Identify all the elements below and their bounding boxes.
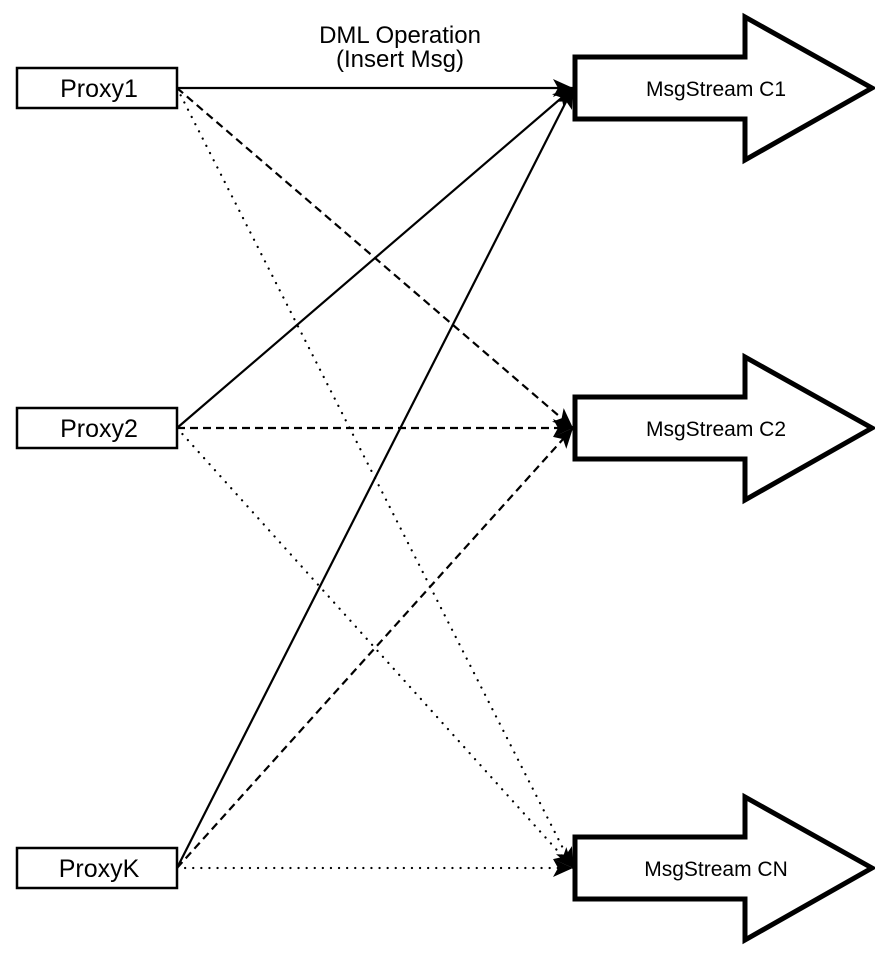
proxy-node-1: Proxy1 <box>15 66 179 110</box>
proxy1-label: Proxy1 <box>60 75 138 103</box>
edges-layer <box>175 79 575 877</box>
proxy-node-k: ProxyK <box>15 846 179 890</box>
proxy1-box <box>15 66 179 110</box>
proxy-node-2: Proxy2 <box>15 406 179 450</box>
proxy2-label: Proxy2 <box>60 415 138 443</box>
annotation-line1: DML Operation <box>319 22 481 49</box>
msgstream-cn-label: MsgStream CN <box>644 858 788 881</box>
stream-node-cn: MsgStream CN <box>572 792 875 945</box>
msgstream-cn-arrow-shape <box>572 792 875 945</box>
stream-node-c2: MsgStream C2 <box>572 352 875 505</box>
edge-proxy1-to-c2-dashed <box>176 87 574 429</box>
msgstream-c1-arrow-shape <box>572 12 875 165</box>
msgstream-c1-label: MsgStream C1 <box>646 78 786 101</box>
stream-node-c1: MsgStream C1 <box>572 12 875 165</box>
proxyk-label: ProxyK <box>59 855 140 883</box>
msgstream-c2-label: MsgStream C2 <box>646 418 786 441</box>
annotation-line2: (Insert Msg) <box>336 46 464 73</box>
proxy2-box <box>15 406 179 450</box>
edge-proxyk-to-c2-dashed <box>176 427 574 869</box>
msgstream-c2-arrow-shape <box>572 352 875 505</box>
annotation: DML Operation (Insert Msg) <box>319 22 481 73</box>
proxyk-box <box>15 846 179 890</box>
edge-proxy1-to-cn-dotted <box>175 86 575 870</box>
edge-proxy2-to-cn-dotted <box>175 426 575 870</box>
